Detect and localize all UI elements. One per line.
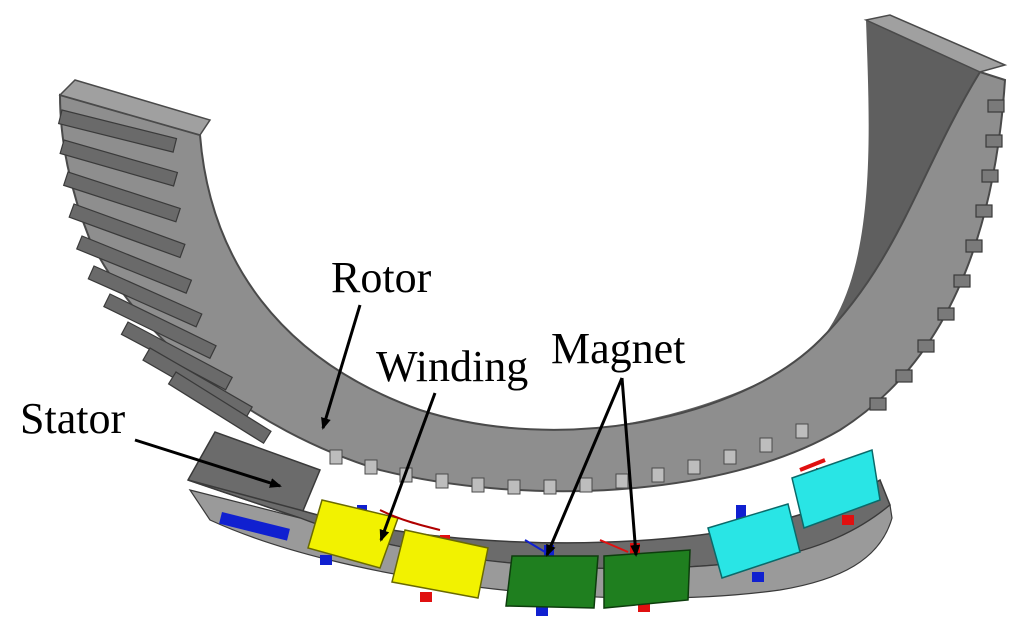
winding-block [307, 499, 399, 569]
magnet-blue [320, 555, 332, 565]
magnet-arrow-left [545, 377, 624, 557]
magnet-blue [219, 512, 290, 541]
winding-block [505, 555, 599, 609]
magnet-red [420, 592, 432, 602]
labels: Rotor Winding Magnet Stator [20, 253, 685, 443]
winding-green [505, 539, 691, 609]
rotor-top-right [863, 14, 1008, 73]
magnet-red [842, 515, 854, 525]
winding-block [391, 529, 489, 599]
winding-block [603, 549, 691, 609]
rotor-arrow [321, 304, 362, 430]
winding-arrow [379, 392, 437, 542]
magnet-label: Magnet [551, 324, 685, 373]
rotor-teeth-right [869, 99, 1005, 411]
rotor-label: Rotor [331, 253, 432, 302]
winding-wire [379, 509, 441, 531]
magnet-arrow-right [620, 377, 641, 557]
magnet-blue [736, 505, 746, 519]
rotor-teeth [57, 109, 272, 445]
winding-label: Winding [376, 342, 528, 391]
annotation-arrows [134, 304, 641, 557]
winding-cyan [707, 448, 881, 579]
winding-block [707, 503, 801, 579]
winding-block [791, 448, 881, 529]
magnet-blue [752, 572, 764, 582]
winding-wire [524, 539, 546, 553]
rotor-top-left [58, 79, 212, 136]
rotor-inner-teeth [329, 423, 809, 495]
magnet-blue [536, 606, 548, 616]
winding-yellow [307, 499, 489, 599]
stator-arrow [134, 438, 282, 488]
winding-wire [599, 539, 629, 553]
rotor [57, 14, 1008, 495]
winding-wire [799, 458, 826, 472]
magnet-red [638, 602, 650, 612]
stator-label: Stator [20, 394, 125, 443]
